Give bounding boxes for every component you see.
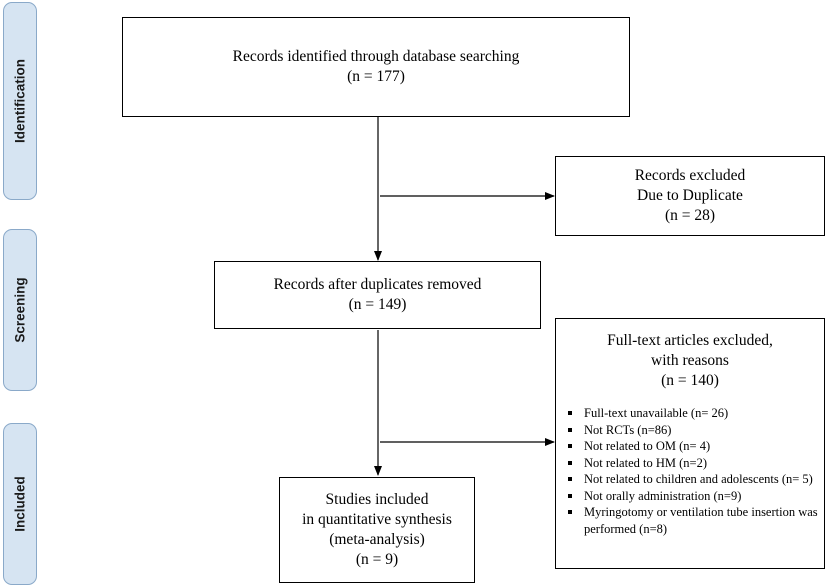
phase-identification: Identification [3,2,37,200]
reason-text: Not RCTs (n=86) [584,422,672,437]
bullet-icon [568,493,572,498]
list-item: Myringotomy or ventilation tube insertio… [566,504,818,537]
exclusion-reasons-list: Full-text unavailable (n= 26) Not RCTs (… [566,405,818,537]
duplicates-excluded-title: Records excluded [634,167,746,184]
list-item: Not related to HM (n=2) [566,455,818,472]
studies-included-title: Studies included [325,491,429,508]
fulltext-excluded-title: Full-text articles excluded, [607,332,773,349]
box-fulltext-excluded: Full-text articles excluded, with reason… [555,318,825,569]
bullet-icon [568,477,572,481]
studies-included-subtitle: in quantitative synthesis [302,511,452,528]
fulltext-excluded-subtitle: with reasons [651,352,729,369]
box-records-excluded-duplicates: Records excluded Due to Duplicate (n = 2… [555,156,825,236]
list-item: Not orally administration (n=9) [566,488,818,505]
list-item: Full-text unavailable (n= 26) [566,405,818,422]
studies-included-type: (meta-analysis) [329,531,425,548]
box-records-identified: Records identified through database sear… [122,17,630,117]
bullet-icon [568,444,572,448]
box-studies-included: Studies included in quantitative synthes… [279,477,475,583]
bullet-icon [568,460,572,465]
bullet-icon [568,411,572,415]
list-item: Not RCTs (n=86) [566,422,818,439]
list-item: Not related to children and adolescents … [566,471,818,488]
reason-text: Not related to children and adolescents … [584,472,813,486]
duplicates-excluded-count: (n = 28) [664,207,716,224]
bullet-icon [568,510,572,514]
reason-text: Full-text unavailable (n= 26) [584,406,729,420]
list-item: Not related to OM (n= 4) [566,438,818,455]
reason-text: Not related to OM (n= 4) [584,439,711,453]
bullet-icon [568,427,572,432]
records-identified-count: (n = 177) [347,68,405,85]
records-identified-text: Records identified through database sear… [232,48,520,65]
after-duplicates-text: Records after duplicates removed [273,276,482,293]
reason-text: Not orally administration (n=9) [584,488,742,503]
box-records-after-duplicates: Records after duplicates removed (n = 14… [214,261,541,329]
after-duplicates-count: (n = 149) [348,296,407,313]
reason-text: Myringotomy or ventilation tube insertio… [584,505,818,536]
duplicates-excluded-reason: Due to Duplicate [637,187,743,204]
fulltext-excluded-count: (n = 140) [661,372,719,389]
phase-screening: Screening [3,229,37,391]
fulltext-excluded-header: Full-text articles excluded, with reason… [556,331,824,391]
phase-included: Included [3,423,37,585]
studies-included-count: (n = 9) [355,551,399,568]
reason-text: Not related to HM (n=2) [584,455,707,470]
